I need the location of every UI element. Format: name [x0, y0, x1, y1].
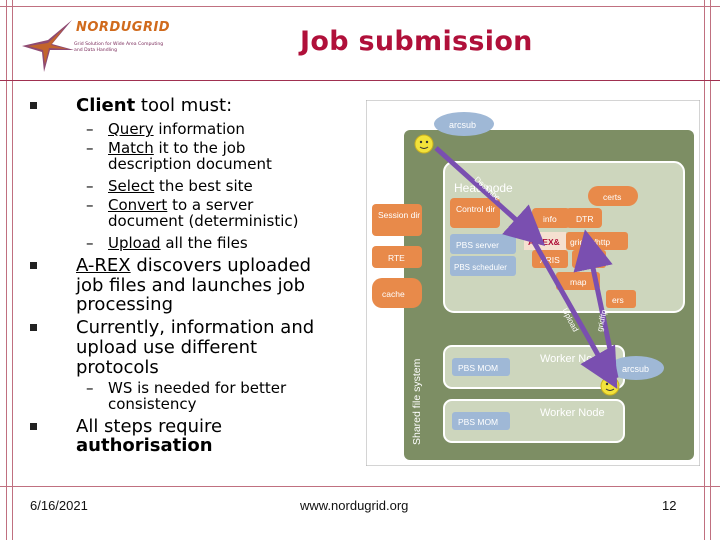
footer-date: 6/16/2021	[30, 498, 88, 513]
architecture-diagram: Shared file system Head node Session dir…	[366, 100, 700, 466]
frame-left-line-inner	[12, 0, 13, 540]
arcsub-bottom-label: arcsub	[622, 364, 649, 374]
bullet-client-rest: tool must:	[135, 95, 233, 116]
logo-tagline: Grid Solution for Wide Area Computing an…	[74, 42, 164, 53]
upload-arrow	[531, 240, 618, 390]
arcsub-top-label: arcsub	[449, 120, 476, 130]
frame-left-line	[6, 0, 7, 540]
worker-node-1-label: Worker Node	[540, 353, 605, 365]
pbs-mom-1-box	[452, 358, 510, 376]
dtr-box	[566, 208, 602, 228]
gridftp-arrow	[573, 229, 619, 379]
pbs-mom-1-label: PBS MOM	[458, 363, 498, 373]
rte-box	[372, 246, 422, 268]
pbs-server-label: PBS server	[456, 240, 499, 250]
describe-arrow	[434, 146, 546, 247]
pbs-mom-2-label: PBS MOM	[458, 417, 498, 427]
aris-label: ARIS	[540, 255, 560, 265]
bullet-arex-head: A-REX	[76, 255, 131, 276]
cache-label: cache	[382, 289, 405, 299]
bullet-square-icon	[30, 324, 37, 331]
shared-fs-label: Shared file system	[411, 358, 423, 445]
frame-top-line	[0, 6, 720, 7]
map-label: map	[570, 277, 587, 287]
nordugrid-star-icon	[22, 20, 74, 72]
worker-node-2-label: Worker Node	[540, 407, 605, 419]
sub-item-select-key: Select	[108, 177, 155, 195]
cache-box	[372, 278, 422, 308]
logo-name: NORDUGRID	[76, 20, 171, 35]
user-top-smiley-icon	[414, 134, 434, 154]
frame-right-line-outer	[710, 0, 711, 540]
nordugrid-logo: NORDUGRID Grid Solution for Wide Area Co…	[18, 14, 171, 76]
frame-right-line	[704, 0, 705, 540]
map-box	[556, 272, 600, 290]
footer-url[interactable]: www.nordugrid.org	[300, 498, 409, 513]
worker-node-2-box	[443, 399, 625, 443]
bullet-square-icon	[30, 102, 37, 109]
sub-item-query-key: Query	[108, 120, 154, 138]
info-label: info	[543, 214, 557, 224]
arcsub-bottom-bubble	[608, 356, 664, 380]
pbs-scheduler-box	[450, 256, 516, 276]
slide-title: Job submission	[300, 26, 533, 57]
control-dir-box	[450, 198, 500, 228]
arcsub-top-bubble	[434, 112, 494, 136]
pbs-mom-2-box	[452, 412, 510, 430]
pbs-server-box	[450, 234, 516, 254]
session-dir-box	[372, 204, 422, 236]
pbs-scheduler-label: PBS scheduler	[454, 263, 507, 272]
ers-label: ers	[612, 295, 624, 305]
sub-item-upload-key: Upload	[108, 234, 161, 252]
session-dir-label: Session dir	[378, 210, 420, 220]
sub-item-match-key: Match	[108, 139, 154, 157]
sub-item-convert-key: Convert	[108, 196, 168, 214]
footer-divider	[0, 486, 720, 487]
ers-box	[606, 290, 636, 308]
bullet-square-icon	[30, 262, 37, 269]
bullet-client-head: Client	[76, 95, 136, 116]
dtr-label: DTR	[576, 214, 593, 224]
header-divider	[0, 80, 720, 81]
certs-label: certs	[603, 192, 621, 202]
arex-label: A'REX&	[528, 237, 560, 247]
control-dir-label: Control dir	[456, 204, 495, 214]
rte-label: RTE	[388, 253, 405, 263]
footer-page-number: 12	[662, 498, 677, 513]
user-bottom-smiley-icon	[600, 376, 620, 396]
bullet-square-icon	[30, 423, 37, 430]
certs-box	[588, 186, 638, 206]
